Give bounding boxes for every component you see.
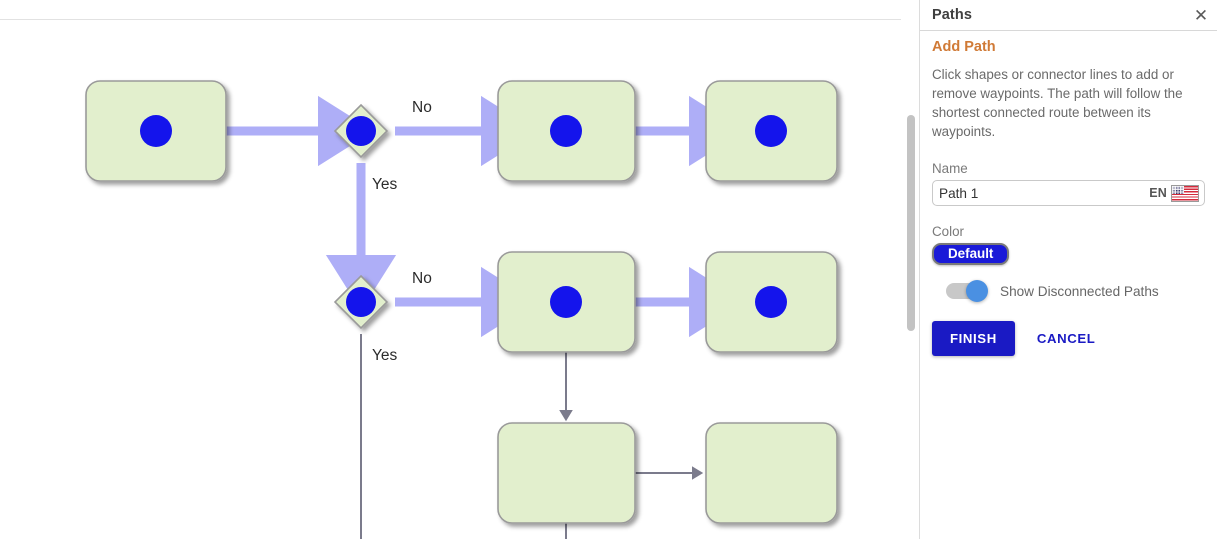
canvas-vertical-scrollbar[interactable] [907, 115, 915, 331]
shape-process-7[interactable] [705, 422, 838, 524]
name-input[interactable] [939, 182, 1150, 204]
show-disconnected-paths-row[interactable]: Show Disconnected Paths [946, 280, 1205, 302]
waypoint-marker[interactable] [140, 115, 172, 147]
shape-process-4[interactable] [497, 251, 636, 353]
language-code: EN [1149, 186, 1167, 200]
color-field-label: Color [932, 224, 964, 239]
cancel-button[interactable]: CANCEL [1025, 321, 1108, 356]
panel-body: Add Path Click shapes or connector lines… [920, 31, 1217, 356]
canvas-panel-divider [919, 0, 920, 539]
show-disconnected-paths-label: Show Disconnected Paths [1000, 283, 1159, 299]
edge-label-yes-2: Yes [372, 347, 398, 364]
shape-process-2[interactable] [497, 80, 636, 182]
diagram-canvas[interactable]: No Yes No Yes [0, 0, 920, 539]
panel-header-divider [920, 30, 1217, 31]
path-connectors[interactable] [226, 95, 745, 338]
color-swatch-button[interactable]: Default [932, 243, 1010, 265]
panel-actions: FINISH CANCEL [932, 321, 1205, 356]
flowchart-svg: No Yes No Yes [85, 80, 838, 539]
waypoint-marker[interactable] [346, 287, 376, 317]
help-text: Click shapes or connector lines to add o… [932, 67, 1183, 139]
edge-label-no-2: No [412, 270, 432, 287]
shape-process-6[interactable] [497, 422, 636, 524]
section-title: Add Path [932, 39, 996, 55]
shape-decision-1[interactable] [333, 103, 389, 159]
close-icon[interactable]: ✕ [1193, 5, 1209, 26]
waypoint-marker[interactable] [755, 115, 787, 147]
canvas-top-divider [0, 19, 901, 20]
finish-button[interactable]: FINISH [932, 321, 1015, 356]
waypoint-marker[interactable] [550, 115, 582, 147]
waypoint-marker[interactable] [550, 286, 582, 318]
toggle-knob [966, 280, 988, 302]
shape-process-1[interactable] [85, 80, 227, 182]
waypoint-marker[interactable] [346, 116, 376, 146]
panel-title: Paths [932, 7, 972, 23]
edge-label-yes-1: Yes [372, 176, 398, 193]
waypoint-marker[interactable] [755, 286, 787, 318]
shape-decision-2[interactable] [333, 274, 389, 330]
edge-label-no-1: No [412, 99, 432, 116]
us-flag-icon [1171, 184, 1199, 202]
name-field-label: Name [932, 161, 968, 176]
shape-process-5[interactable] [705, 251, 838, 353]
plain-connectors[interactable] [360, 334, 704, 539]
show-disconnected-paths-toggle[interactable] [946, 280, 988, 302]
panel-header: Paths ✕ [920, 0, 1217, 30]
paths-panel: Paths ✕ Add Path Click shapes or connect… [920, 0, 1217, 539]
shape-process-3[interactable] [705, 80, 838, 182]
name-field-row[interactable]: EN [932, 180, 1205, 206]
